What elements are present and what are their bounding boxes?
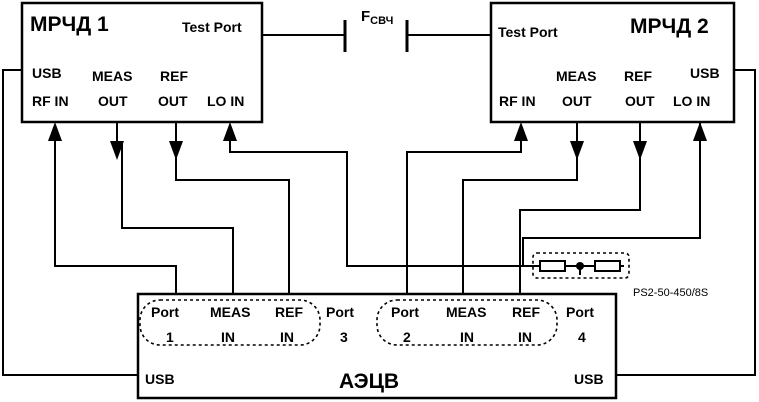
device-1-meas-label: MEAS [92,68,132,84]
arrow-up-rf-in-1 [48,122,62,141]
arrow-down-ref-out-1 [169,141,183,160]
device-1: МРЧД 1 Test Port USB RF IN MEAS OUT REF … [20,1,264,124]
fixture-label: FСВЧ [361,8,393,27]
device-2-ref-label: REF [624,68,652,84]
fixture: FСВЧ [343,8,409,52]
splitter-resistor-right [594,260,621,272]
device-2-test-port: Test Port [498,24,558,40]
analyzer: Port 1 MEAS IN REF IN Port 3 Port 2 MEAS… [136,292,618,400]
analyzer-port-1-top: Port [151,304,179,320]
analyzer-meas-in-1-bottom: IN [221,329,235,345]
device-2-title: МРЧД 2 [630,15,709,38]
arrowheads [48,122,707,160]
wire-usb-left [2,69,138,376]
analyzer-ref-in-1-bottom: IN [280,329,294,345]
splitter-outline [532,252,630,279]
analyzer-box [136,292,618,400]
analyzer-meas-in-2-top: MEAS [446,304,486,320]
device-2-meas-out: OUT [562,93,592,109]
analyzer-port-4-bottom: 4 [578,329,586,345]
analyzer-port-4-top: Port [566,304,594,320]
arrow-down-meas-out-1 [110,141,124,160]
analyzer-ref-in-1-top: REF [275,304,303,320]
analyzer-port-1-bottom: 1 [166,329,174,345]
analyzer-title: АЭЦВ [339,370,399,393]
analyzer-port-3-top: Port [326,304,354,320]
analyzer-usb-left: USB [145,371,175,387]
wire-lo-in-1 [229,140,540,267]
analyzer-meas-in-1-top: MEAS [210,304,250,320]
analyzer-ref-in-2-top: REF [512,304,540,320]
analyzer-ref-in-2-bottom: IN [518,329,532,345]
wire-usb-right [616,69,756,376]
device-1-usb: USB [32,65,62,81]
analyzer-meas-in-2-bottom: IN [460,329,474,345]
analyzer-port-3-bottom: 3 [340,329,348,345]
device-2-usb: USB [690,65,720,81]
device-2-rf-in: RF IN [499,93,536,109]
arrow-up-rf-in-2 [514,122,528,141]
wire-ref-out-2 [519,122,641,294]
device-2-meas-label: MEAS [556,68,596,84]
device-1-ref-label: REF [160,68,188,84]
device-1-lo-in: LO IN [207,93,244,109]
arrow-up-lo-in-2 [693,122,707,141]
wire-rf-in-1 [54,140,177,294]
arrow-up-lo-in-1 [223,122,237,141]
wire-lo-in-2 [522,122,701,266]
analyzer-port-2-bottom: 2 [403,329,411,345]
device-1-ref-out: OUT [158,93,188,109]
splitter: PS2-50-450/8S [532,252,708,299]
arrow-down-meas-out-2 [570,141,584,160]
splitter-resistor-left [539,260,566,272]
analyzer-port-2-top: Port [391,304,419,320]
wire-rf-in-2 [406,140,522,294]
device-1-meas-out: OUT [98,93,128,109]
device-2-lo-in: LO IN [673,93,710,109]
device-1-title: МРЧД 1 [30,13,109,36]
analyzer-group-left [139,299,321,346]
device-1-test-port: Test Port [182,19,242,35]
analyzer-usb-right: USB [574,371,604,387]
device-1-rf-in: RF IN [32,93,69,109]
arrow-down-ref-out-2 [633,141,647,160]
analyzer-group-right [376,299,558,346]
device-2: Test Port МРЧД 2 MEAS REF USB RF IN OUT … [489,1,736,124]
device-1-box [20,1,264,124]
splitter-label: PS2-50-450/8S [633,287,708,299]
device-2-box [489,1,736,124]
device-2-ref-out: OUT [625,93,655,109]
